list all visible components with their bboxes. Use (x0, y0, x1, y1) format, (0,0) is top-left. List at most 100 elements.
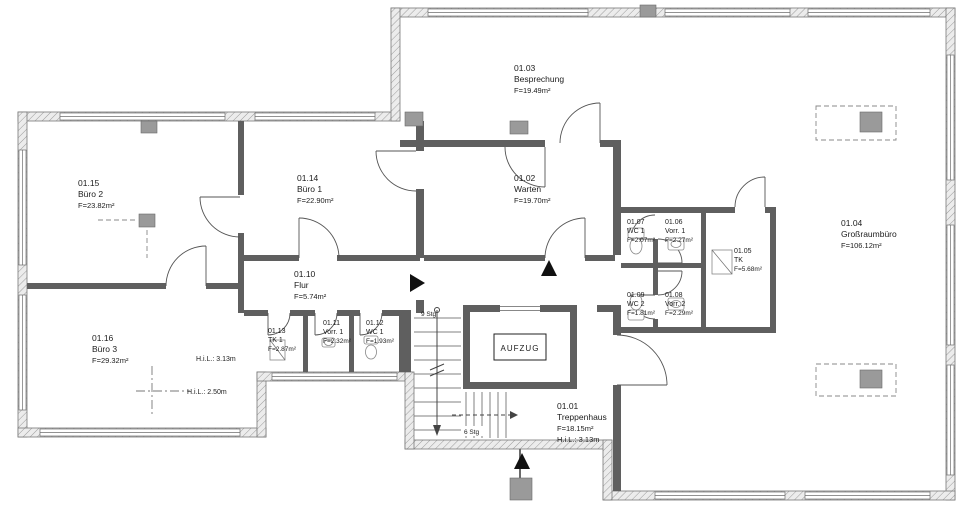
room-name: Vorr. 1 (323, 329, 343, 336)
room-id: 01.11 (323, 320, 340, 327)
room-label-vorraum-1-06: 01.06 Vorr. 1 F=2.27m² (665, 219, 694, 244)
room-label-tk-1-13: 01.13 TK 1 F=2.87m² (268, 328, 297, 353)
room-label-vorraum-1-11: 01.11 Vorr. 1 F=2.32m² (323, 320, 352, 345)
room-name: Warten (514, 184, 541, 194)
room-label-warten: 01.02 Warten F=19.70m² (514, 173, 551, 205)
room-area: F=23.82m² (78, 201, 115, 210)
wall-shaft-icon (639, 4, 657, 18)
room-id: 01.08 (665, 292, 683, 299)
sink-vorraum1 (667, 237, 685, 251)
windows (18, 8, 955, 500)
room-id: 01.09 (627, 292, 645, 299)
stair-lower-label: 6 Stg (464, 429, 480, 436)
toilet-wc1 (627, 227, 645, 255)
room-id: 01.13 (268, 328, 286, 335)
room-area: F=5.68m² (734, 266, 763, 273)
room-id: 01.06 (665, 219, 683, 226)
room-area: F=106.12m² (841, 241, 882, 250)
room-name: Vorr. 1 (665, 228, 685, 235)
room-area: F=1.93m² (366, 338, 395, 345)
room-area: F=2.29m² (665, 310, 694, 317)
shaft-tk1 (269, 339, 286, 361)
door-vorraum-08 (657, 270, 683, 296)
toilet-wc2 (627, 293, 645, 321)
room-label-flur: 01.10 Flur F=5.74m² (294, 269, 327, 301)
stair-run-lower: 6 Stg (452, 392, 518, 438)
room-name: Büro 2 (78, 189, 103, 199)
room-area: F=2.87m² (268, 346, 297, 353)
room-area: F=22.90m² (297, 196, 334, 205)
fixtures (269, 227, 733, 361)
door-buero2 (199, 196, 241, 238)
stair-direction-arrow (510, 411, 518, 419)
room-name: Treppenhaus (557, 412, 607, 422)
stair-run-upper: 9 Stg (414, 307, 461, 436)
door-buero1-corridor (375, 150, 417, 192)
room-area: F=29.32m² (92, 356, 129, 365)
room-label-buero-1: 01.14 Büro 1 F=22.90m² (297, 173, 334, 205)
room-label-grossraumbuero: 01.04 Großraumbüro F=106.12m² (841, 218, 897, 250)
room-label-wc-1-12: 01.12 WC 1 F=1.93m² (366, 320, 395, 345)
wall-shaft-icon (138, 213, 156, 228)
elevator-text: AUFZUG (501, 344, 540, 353)
sink-vorraum2 (667, 297, 685, 311)
room-id: 01.14 (297, 173, 319, 183)
room-id: 01.04 (841, 218, 863, 228)
door-grossraumbuero (616, 334, 668, 386)
room-name: Büro 3 (92, 344, 117, 354)
room-id: 01.01 (557, 401, 579, 411)
clear-height-label-313: H.i.L.: 3.13m (196, 356, 236, 363)
elevator-label: AUFZUG (493, 333, 547, 361)
room-id: 01.12 (366, 320, 384, 327)
room-area: F=2.07m² (627, 237, 656, 244)
room-name: TK 1 (268, 337, 283, 344)
room-name: WC 1 (627, 228, 645, 235)
sink-vorraum11 (321, 337, 336, 348)
stair-upper-label: 9 Stg (421, 311, 437, 318)
wall-shaft-icon (404, 111, 424, 127)
column-icon (859, 111, 883, 133)
room-area: F=5.74m² (294, 292, 327, 301)
room-area: F=18.15m² (557, 424, 594, 433)
room-label-vorraum-2-08: 01.08 Vorr. 2 F=2.29m² (665, 292, 694, 317)
entrance-arrow-icon (541, 260, 557, 276)
toilet-wc12 (363, 335, 379, 360)
room-name: Vorr. 2 (665, 301, 685, 308)
room-name: WC 1 (366, 329, 384, 336)
stair-direction-arrow (433, 425, 441, 436)
door-wc-12 (359, 312, 383, 336)
room-label-tk-05: 01.05 TK F=5.68m² (734, 248, 763, 273)
room-id: 01.03 (514, 63, 536, 73)
room-name: Großraumbüro (841, 229, 897, 239)
door-tk1 (267, 312, 291, 336)
room-area: F=19.70m² (514, 196, 551, 205)
entrance-arrow-icon (514, 453, 530, 469)
room-id: 01.05 (734, 248, 752, 255)
room-area: F=2.32m² (323, 338, 352, 345)
room-name: Flur (294, 280, 309, 290)
room-name: TK (734, 257, 743, 264)
room-name: WC 2 (627, 301, 645, 308)
shaft-tk (711, 249, 733, 275)
door-besprechung-1 (559, 102, 601, 144)
exterior-pier (509, 477, 533, 501)
room-area: F=1.81m² (627, 310, 656, 317)
door-buero3 (165, 245, 207, 287)
room-id: 01.16 (92, 333, 114, 343)
room-id: 01.15 (78, 178, 100, 188)
room-label-besprechung: 01.03 Besprechung F=19.49m² (514, 63, 564, 95)
room-name: Büro 1 (297, 184, 322, 194)
ceiling-element-dashed (815, 105, 897, 141)
ceiling-element-dashed (815, 363, 897, 397)
door-vorraum-11 (314, 312, 338, 336)
entrance-arrow-icon (410, 274, 425, 292)
room-clear-height: H.i.L.: 3.13m (557, 435, 600, 444)
room-label-buero-3: 01.16 Büro 3 F=29.32m² (92, 333, 129, 365)
symbols (98, 4, 897, 501)
door-tk-05 (734, 176, 766, 208)
room-id: 01.07 (627, 219, 645, 226)
room-label-buero-2: 01.15 Büro 2 F=23.82m² (78, 178, 115, 210)
column-icon (859, 369, 883, 389)
